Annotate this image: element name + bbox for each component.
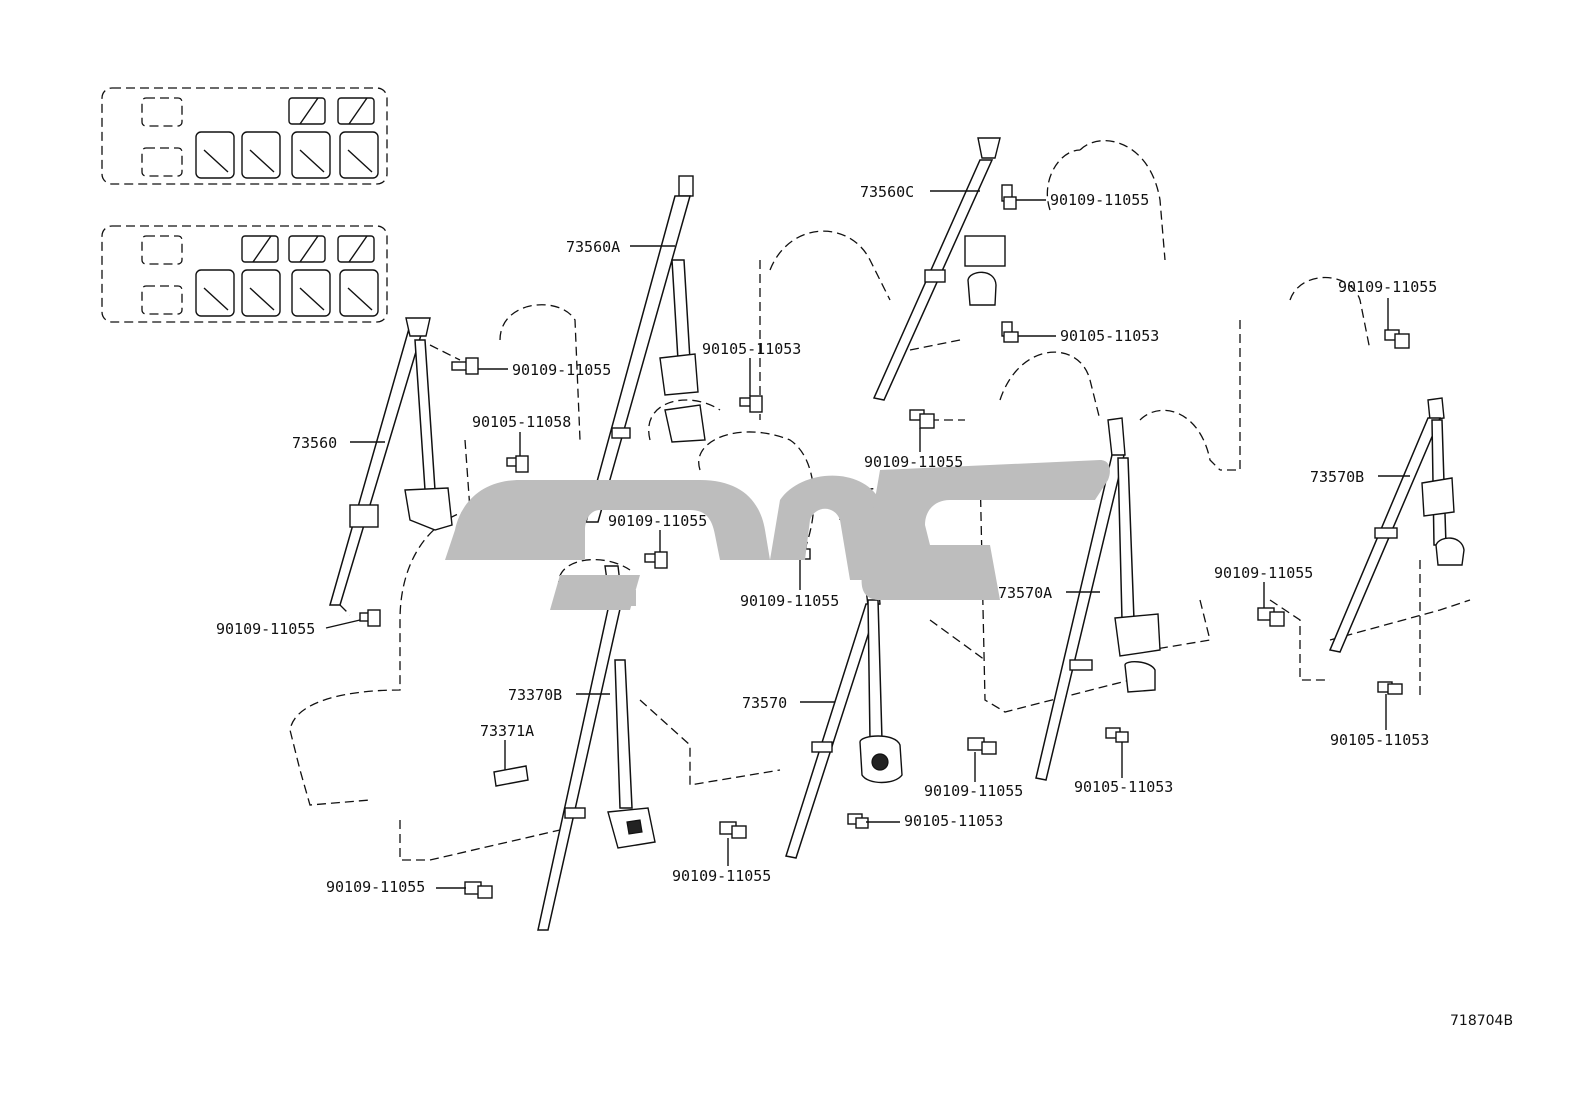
bolt-b2	[506, 455, 529, 473]
bolt-b13	[967, 737, 997, 755]
label-bolt-b2: 90105-11058	[472, 413, 571, 431]
label-bolt-b4: 90105-11053	[702, 340, 801, 358]
label-73570: 73570	[742, 694, 787, 712]
label-73370B: 73370B	[508, 686, 562, 704]
label-bolt-b1: 90109-11055	[512, 361, 611, 379]
label-bolt-b14: 90105-11053	[1074, 778, 1173, 796]
label-73560A: 73560A	[566, 238, 620, 256]
label-bolt-b5: 90109-11055	[740, 592, 839, 610]
diagram-ref-code: 718704B	[1450, 1013, 1513, 1029]
seat-layout-legend-bottom	[101, 225, 388, 323]
belt-assembly-73570	[785, 579, 903, 859]
label-bolt-b10: 90109-11055	[1338, 278, 1437, 296]
label-73560: 73560	[292, 434, 337, 452]
bolt-b11	[1257, 607, 1285, 627]
seat-layout-legend-top	[101, 87, 388, 185]
clip-73371A	[493, 765, 529, 787]
bolt-b12	[1377, 681, 1403, 695]
bolt-b6	[359, 609, 381, 627]
bolt-b4	[739, 395, 763, 413]
belt-assembly-73560A	[585, 175, 706, 523]
bolt-b9	[909, 409, 935, 429]
label-bolt-b3: 90109-11055	[608, 512, 707, 530]
label-73570B: 73570B	[1310, 468, 1364, 486]
belt-assembly-73570A	[1035, 417, 1161, 781]
bolt-b17	[464, 881, 493, 899]
bolt-b8	[1001, 321, 1019, 343]
belt-assembly-73370B	[537, 565, 656, 931]
belt-assembly-73560	[329, 317, 461, 616]
label-bolt-b17: 90109-11055	[326, 878, 425, 896]
label-bolt-b6: 90109-11055	[216, 620, 315, 638]
label-73371A: 73371A	[480, 722, 534, 740]
belt-assembly-73560C	[872, 137, 1006, 401]
bolt-b10	[1384, 329, 1410, 349]
bolt-b7	[1001, 184, 1017, 210]
label-73560C: 73560C	[860, 183, 914, 201]
bolt-b1	[451, 357, 479, 375]
bolt-b16	[847, 813, 869, 829]
bolt-b14	[1105, 727, 1129, 743]
label-bolt-b16: 90105-11053	[904, 812, 1003, 830]
bolt-b15	[719, 821, 747, 839]
seat-outlines	[289, 140, 1471, 861]
part-labels: 73560 73560A 73560C 73370B 73371A 73570 …	[216, 183, 1513, 1029]
watermark-graphic	[445, 460, 1110, 610]
label-bolt-b13: 90109-11055	[924, 782, 1023, 800]
label-bolt-b12: 90105-11053	[1330, 731, 1429, 749]
label-bolt-b7: 90109-11055	[1050, 191, 1149, 209]
label-73570A: 73570A	[998, 584, 1052, 602]
label-bolt-b15: 90109-11055	[672, 867, 771, 885]
leader-lines	[325, 190, 1410, 889]
bolt-b3	[644, 551, 668, 569]
label-bolt-b9: 90109-11055	[864, 453, 963, 471]
belt-assembly-73570B	[1328, 397, 1465, 653]
label-bolt-b11: 90109-11055	[1214, 564, 1313, 582]
label-bolt-b8: 90105-11053	[1060, 327, 1159, 345]
